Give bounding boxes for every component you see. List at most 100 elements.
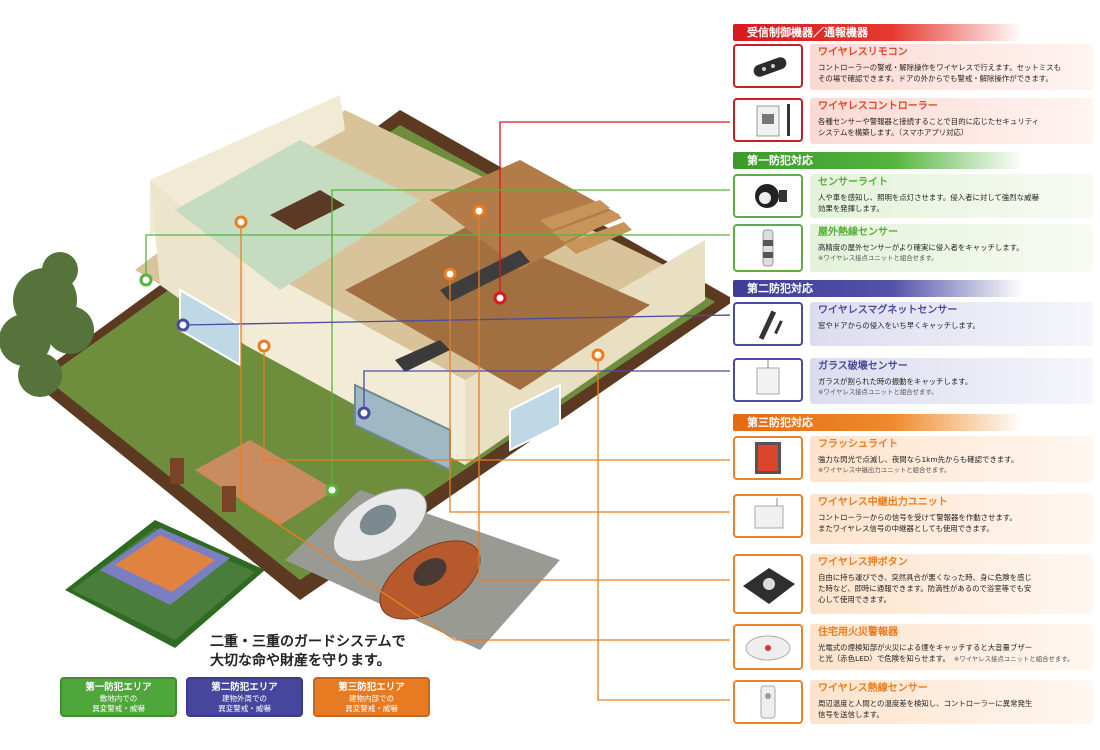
magnet-sensor-icon xyxy=(733,302,803,346)
smoke-detector-icon xyxy=(733,624,803,670)
heat-sensor-icon xyxy=(733,680,803,724)
product-desc: 周辺温度と人間との温度差を検知し、コントローラーに異常発生 xyxy=(818,699,1033,708)
product-note: ※ワイヤレス中継出力ユニットと組合せます。 xyxy=(818,466,951,474)
area-desc: 異変警戒・威嚇 xyxy=(92,704,145,713)
product-title: フラッシュライト xyxy=(818,439,898,450)
product-desc: 心して使用できます。 xyxy=(818,595,891,604)
relay-unit-icon xyxy=(733,494,803,538)
section-header-receiver: 受信制御機器／通報機器 xyxy=(733,24,1023,41)
floor-living xyxy=(345,225,650,390)
dining-table xyxy=(270,190,345,230)
area-first: 第一防犯エリア 敷地内での 異変警戒・威嚇 xyxy=(60,677,177,717)
product-desc: コントローラーからの信号を受けて警報器を作動させます。 xyxy=(818,513,1017,522)
area-name: 第二防犯エリア xyxy=(211,682,278,693)
product-desc: 自由に持ち運びでき、突然具合が悪くなった時、身に危険を感じ xyxy=(818,573,1032,582)
gate-post xyxy=(222,486,236,512)
product-desc: システムを構築します。（スマホアプリ対応） xyxy=(818,128,969,137)
product-title: ワイヤレスマグネットセンサー xyxy=(818,305,958,316)
product-desc: コントローラーの警戒・解除操作をワイヤレスで行えます。セットミスも xyxy=(818,63,1061,72)
product-title: ガラス破壊センサー xyxy=(818,361,908,372)
white-car xyxy=(332,488,428,562)
product-desc: 高精度の屋外センサーがより確実に侵入者をキャッチします。 xyxy=(818,243,1024,252)
marker-orange xyxy=(472,204,486,218)
marker-orange xyxy=(234,215,248,229)
leader-outdoor-pir xyxy=(145,234,730,280)
area-desc: 建物外周での xyxy=(222,694,267,703)
controller-icon xyxy=(733,98,803,142)
product-title: ワイヤレス熱線センサー xyxy=(818,683,928,694)
product-note: ※ワイヤレス接点ユニットと組合せます。 xyxy=(953,655,1074,663)
product-desc: またワイヤレス信号の中継器としても使用できます。 xyxy=(818,524,994,533)
section-header-second: 第二防犯対応 xyxy=(733,280,1023,297)
product-desc: その場で確認できます。ドアの外からでも警戒・解除操作ができます。 xyxy=(818,74,1053,83)
marker-red xyxy=(493,291,507,305)
wall-left xyxy=(150,180,245,345)
area-name: 第三防犯エリア xyxy=(338,682,405,693)
product-desc: た時など、即時に通報できます。防滴性があるので浴室等でも安 xyxy=(818,584,1032,593)
product-title: ワイヤレス押ボタン xyxy=(818,557,908,568)
marker-orange xyxy=(257,339,271,353)
area-desc: 建物内部での xyxy=(349,694,394,703)
product-desc: 強力な閃光で点滅し、夜間なら1km先からも確認できます。 xyxy=(818,455,1019,464)
area-name: 第一防犯エリア xyxy=(85,682,152,693)
product-title: 住宅用火災警報器 xyxy=(818,627,898,638)
product-note: ※ワイヤレス接点ユニットと組合せます。 xyxy=(818,254,938,262)
floor-hall xyxy=(430,160,620,270)
window-left xyxy=(179,288,241,367)
product-note: ※ワイヤレス接点ユニットと組合せます。 xyxy=(818,388,938,396)
window-right xyxy=(509,383,561,452)
front-path xyxy=(195,440,335,525)
leader-glass xyxy=(363,370,730,413)
product-desc: 効果を発揮します。 xyxy=(818,204,884,213)
orange-car xyxy=(379,540,481,620)
product-title: ワイヤレスコントローラー xyxy=(818,101,938,112)
tagline-line2: 大切な命や財産を守ります。 xyxy=(210,653,391,669)
leader-flash xyxy=(263,346,730,461)
section-header-third: 第三防犯対応 xyxy=(733,414,1023,431)
leader-heat xyxy=(597,355,730,701)
area-third: 第三防犯エリア 建物内部での 異変警戒・威嚇 xyxy=(313,677,430,717)
area-desc: 敷地内での xyxy=(99,694,138,703)
area-second: 第二防犯エリア 建物外周での 異変警戒・威嚇 xyxy=(186,677,303,717)
leader-button xyxy=(478,211,730,581)
product-desc: ガラスが割られた時の振動をキャッチします。 xyxy=(818,377,973,386)
area-desc: 異変警戒・威嚇 xyxy=(218,704,271,713)
staircase xyxy=(540,200,632,254)
leader-remote xyxy=(499,121,730,298)
product-desc: 人や車を感知し、照明を点灯させます。侵入者に対して強烈な威嚇 xyxy=(818,193,1039,202)
remote-icon xyxy=(733,44,803,88)
leader-magnet xyxy=(182,314,730,326)
marker-orange xyxy=(443,267,457,281)
sofa xyxy=(395,340,450,372)
leader-relay xyxy=(449,274,730,513)
tagline-line1: 二重・三重のガードシステムで xyxy=(210,634,406,650)
marker-green xyxy=(325,483,339,497)
tagline: 二重・三重のガードシステムで 大切な命や財産を守ります。 xyxy=(210,633,406,671)
area-map xyxy=(65,520,265,648)
product-desc: と光（赤色LED）で危険を知らせます。※ワイヤレス接点ユニットと組合せます。 xyxy=(818,653,1087,664)
product-title: ワイヤレスリモコン xyxy=(818,47,908,58)
product-desc: 各種センサーや警報器と接続することで目的に応じたセキュリティ xyxy=(818,117,1040,126)
leader-sensor-light xyxy=(331,189,730,490)
area-desc: 異変警戒・威嚇 xyxy=(345,704,398,713)
product-desc-text: と光（赤色LED）で危険を知らせます。 xyxy=(818,654,950,663)
product-desc: 窓やドアからの侵入をいち早くキャッチします。 xyxy=(818,321,980,330)
product-title: ワイヤレス中継出力ユニット xyxy=(818,497,948,508)
house-illustration xyxy=(0,95,730,701)
gate-post xyxy=(170,458,184,484)
marker-purple xyxy=(357,406,371,420)
marker-purple xyxy=(176,318,190,332)
product-title: 屋外熱線センサー xyxy=(818,227,898,238)
product-desc: 光電式の煙検知部が火災による煙をキャッチすると大音量ブザー xyxy=(818,643,1033,652)
product-title: センサーライト xyxy=(818,177,888,188)
glass-sensor-icon xyxy=(733,358,803,402)
pir-sensor-icon xyxy=(733,224,803,272)
product-desc: 信号を送信します。 xyxy=(818,710,884,719)
marker-green xyxy=(139,273,153,287)
push-button-icon xyxy=(733,554,803,614)
kitchen-counter xyxy=(440,250,530,302)
leader-smoke xyxy=(240,222,730,641)
section-header-first: 第一防犯対応 xyxy=(733,152,1023,169)
flash-light-icon xyxy=(733,436,803,480)
spotlight-icon xyxy=(733,174,803,218)
